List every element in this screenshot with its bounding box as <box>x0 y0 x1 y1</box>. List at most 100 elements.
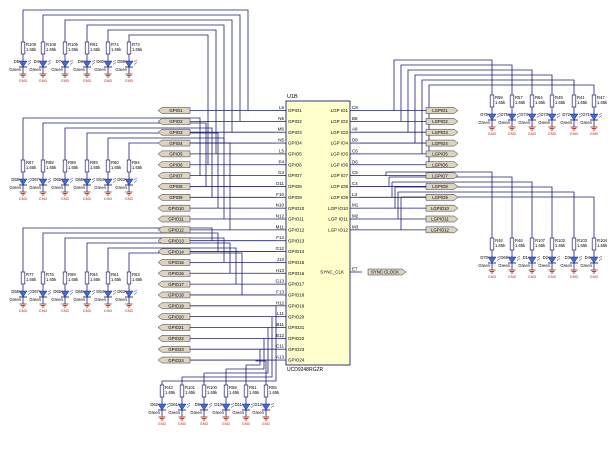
pin-name: GPIO8 <box>288 184 302 189</box>
net-flag-label: LGPIO1 <box>432 108 448 113</box>
net-flag-label: GPIO15 <box>168 260 184 265</box>
gnd-label: GND <box>590 132 599 136</box>
gnd-label: GND <box>590 275 599 279</box>
gnd-label: GND <box>61 197 70 201</box>
net-flag-label: GPIO18 <box>168 293 184 298</box>
led-color-label: Green <box>518 263 530 268</box>
resistor <box>529 94 535 108</box>
led-diode <box>60 60 70 68</box>
led-emission-arrows <box>27 177 32 183</box>
resistor-ref: R64 <box>90 272 98 277</box>
resistor <box>243 384 249 398</box>
gnd-label: GND <box>508 275 517 279</box>
wire <box>255 360 266 362</box>
gnd-label: GND <box>570 275 579 279</box>
pin-name: GPIO14 <box>288 249 305 254</box>
led-ref: D1 <box>523 255 529 260</box>
led-color-label: Green <box>580 120 592 125</box>
led-ref: D59 <box>117 59 125 64</box>
resistor-ref: R58 <box>229 385 237 390</box>
resistor-value: 1.65k <box>577 243 588 248</box>
pin-name: GPIO21 <box>288 325 305 330</box>
resistor <box>62 271 68 285</box>
pin-number: L11 <box>277 311 285 316</box>
net-flag-label: GPIO3 <box>169 130 183 135</box>
net-flag <box>157 302 191 310</box>
net-flag <box>157 172 191 179</box>
led-diode <box>589 256 599 264</box>
pin-name: LGP IO2 <box>331 119 349 124</box>
led-ref: D71 <box>582 112 590 117</box>
gnd-label: GND <box>39 309 48 313</box>
wire <box>395 186 553 238</box>
wire <box>393 59 493 111</box>
led-color-label: Green <box>252 410 264 415</box>
net-flag <box>425 215 459 223</box>
pin-number: C8 <box>352 105 358 110</box>
led-ref: D9 <box>195 402 201 407</box>
led-diode <box>261 403 271 411</box>
led-color-label: Green <box>538 120 550 125</box>
resistor-value: 1.65k <box>26 47 37 52</box>
pin-name: LGP IO12 <box>328 227 348 232</box>
resistor-value: 1.65k <box>132 277 143 282</box>
pin-number: D6 <box>352 159 358 164</box>
resistor-value: 1.65k <box>535 100 546 105</box>
resistor-ref: R74 <box>111 42 119 47</box>
gnd-label: GND <box>83 79 92 83</box>
net-flag-label: LGPIO5 <box>432 152 448 157</box>
led-emission-arrows <box>47 177 52 183</box>
led-ref: D65 <box>53 289 61 294</box>
led-diode <box>547 113 557 121</box>
led-ref: D66 <box>75 177 83 182</box>
net-flag <box>157 270 191 277</box>
resistor-ref: R41 <box>577 95 585 100</box>
pin-name: LGP IO1 <box>331 108 349 113</box>
resistor-value: 1.65k <box>597 243 608 248</box>
resistor-ref: R49 <box>555 95 563 100</box>
led-ref: D4 <box>585 255 591 260</box>
resistor <box>529 237 535 251</box>
pin-name: SYNC_CLK <box>320 270 344 275</box>
resistor-ref: R107 <box>535 238 546 243</box>
resistor-ref: R77 <box>26 272 34 277</box>
resistor <box>179 384 185 398</box>
pin-number: L3 <box>352 192 358 197</box>
led-color-label: Green <box>232 410 244 415</box>
wire <box>407 69 533 133</box>
led-diode <box>18 60 28 68</box>
led-emission-arrows <box>112 177 117 183</box>
resistor-value: 1.65k <box>165 390 176 395</box>
resistor-ref: R100 <box>207 385 218 390</box>
resistor-value: 1.65k <box>207 390 218 395</box>
net-flag <box>425 226 459 234</box>
led-emission-arrows <box>133 177 138 183</box>
net-flag-label: LGPIO8 <box>432 184 448 189</box>
gnd-label: GND <box>39 79 48 83</box>
led-color-label: Green <box>478 120 490 125</box>
led-ref: D4 <box>34 59 40 64</box>
led-diode <box>177 403 187 411</box>
led-diode <box>38 178 48 186</box>
resistor-ref: R101 <box>185 385 196 390</box>
led-ref: D7 <box>56 59 62 64</box>
pin-number: F10 <box>276 192 284 197</box>
gnd-label: GND <box>222 422 231 426</box>
led-emission-arrows <box>27 289 32 295</box>
gnd-label: GND <box>125 79 134 83</box>
led-emission-arrows <box>112 59 117 65</box>
resistor-ref: R43 <box>165 385 173 390</box>
net-flag <box>157 345 191 353</box>
led-emission-arrows <box>270 402 275 408</box>
led-color-label: Green <box>9 185 21 190</box>
pin-name: LGP IO7 <box>331 173 349 178</box>
led-diode <box>82 178 92 186</box>
resistor-value: 1.65k <box>111 165 122 170</box>
